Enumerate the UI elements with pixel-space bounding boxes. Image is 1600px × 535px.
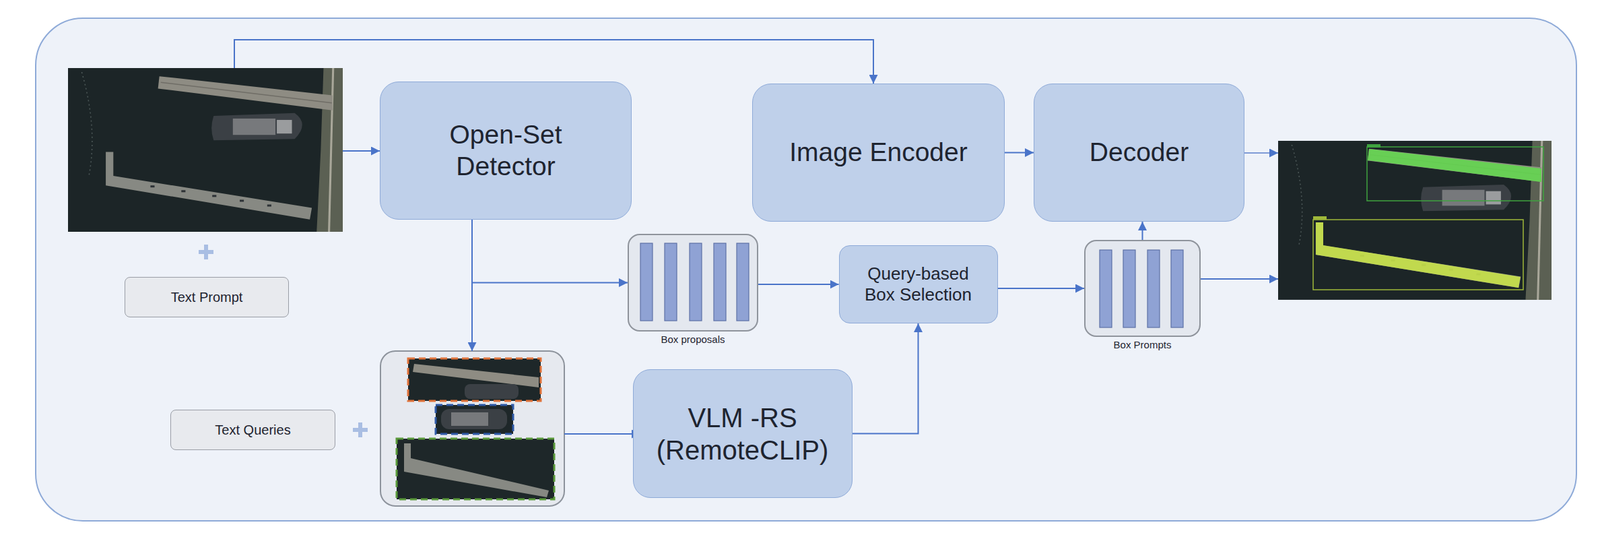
process-box: Image Encoder (752, 83, 1005, 222)
box-bars (640, 243, 749, 321)
box-outline (1367, 146, 1544, 201)
connector-arrow (1142, 221, 1144, 240)
crop-image (396, 438, 555, 499)
box-label: Decoder (1089, 136, 1189, 169)
box-label: VLM -RS (RemoteCLIP) (645, 401, 841, 466)
plus-sign (204, 244, 209, 260)
box-tag (1313, 216, 1327, 220)
crop-image (408, 358, 541, 401)
mask-overlay (1367, 148, 1542, 182)
box-label: Image Encoder (789, 136, 968, 169)
box-label: Query-based Box Selection (851, 263, 986, 306)
crop-group (380, 350, 565, 506)
box-label: Text Prompt (171, 288, 244, 306)
box-group: Box Prompts (1084, 239, 1201, 337)
connector-arrow (472, 219, 628, 283)
plus-sign (358, 422, 363, 438)
outer-frame (35, 18, 1577, 521)
box-group: Box proposals (627, 233, 759, 332)
group-fill (627, 233, 759, 332)
mask-overlay (1315, 222, 1521, 288)
process-box: Decoder (1033, 83, 1245, 222)
crop-image (435, 404, 514, 434)
input-image (68, 68, 343, 232)
input-box: Text Queries (170, 409, 336, 450)
output-image (1278, 140, 1552, 300)
connector-arrow (852, 323, 919, 434)
connector-arrow (1004, 152, 1034, 154)
box-outline (1313, 219, 1524, 290)
process-box: Query-based Box Selection (839, 245, 998, 324)
connector-arrow (758, 283, 840, 285)
box-bars (1099, 249, 1184, 328)
box-label: Text Queries (214, 421, 291, 438)
process-box: VLM -RS (RemoteCLIP) (632, 369, 853, 498)
connector-arrow (997, 287, 1085, 289)
box-tag (1367, 144, 1381, 148)
group-label: Box proposals (660, 333, 725, 346)
input-box: Text Prompt (124, 276, 289, 318)
process-box: Open-Set Detector (379, 81, 632, 220)
box-label: Open-Set Detector (404, 119, 607, 183)
group-fill (1084, 239, 1201, 337)
group-label: Box Prompts (1113, 338, 1172, 351)
